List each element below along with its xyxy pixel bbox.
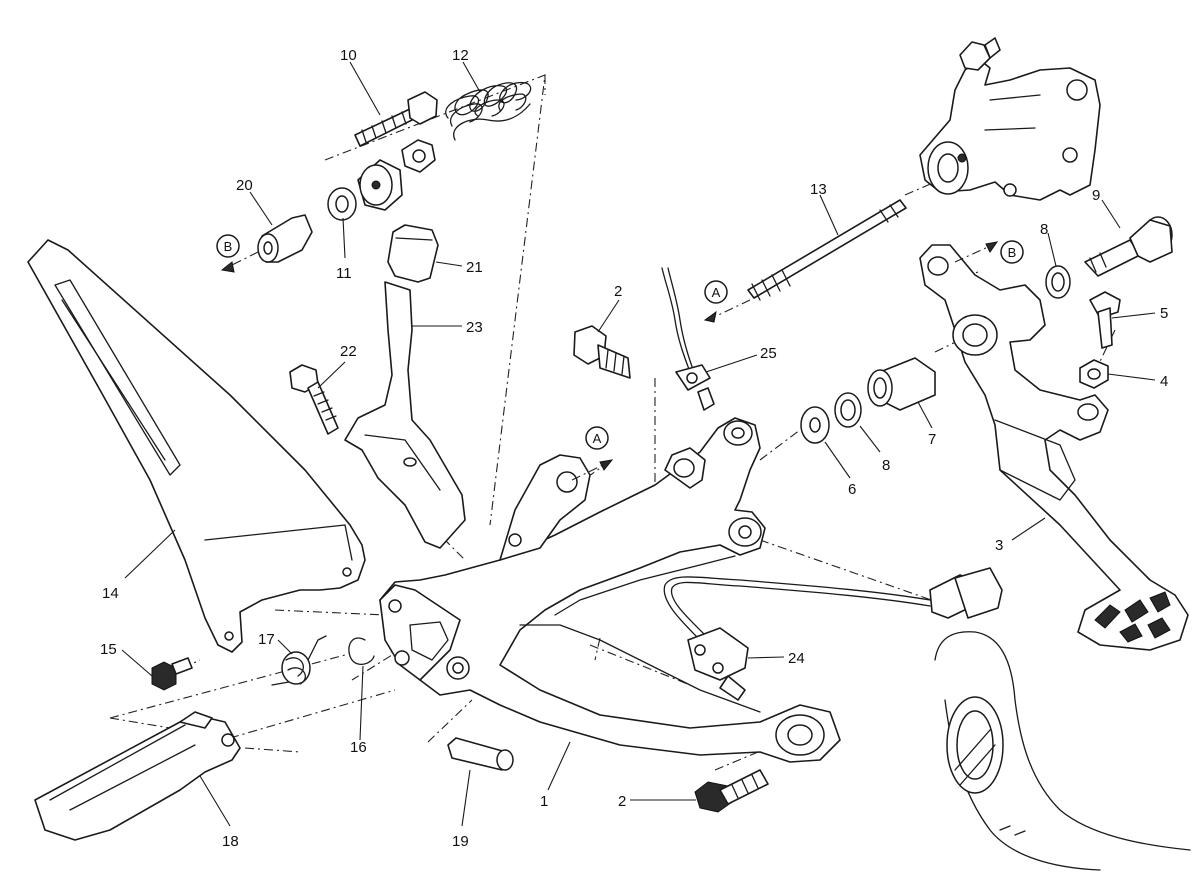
callout-18: 18 (222, 833, 239, 850)
callout-15: 15 (100, 641, 117, 658)
callout-5: 5 (1160, 305, 1168, 322)
bushing-7 (867, 357, 936, 411)
svg-text:A: A (712, 285, 721, 300)
frame-section (934, 631, 1191, 871)
svg-text:B: B (224, 239, 233, 254)
callout-4: 4 (1160, 373, 1168, 390)
plate-23 (344, 281, 466, 549)
washer-11 (327, 187, 357, 221)
callout-11: 11 (336, 265, 352, 282)
switch-24 (663, 567, 1003, 701)
callout-1: 1 (540, 793, 548, 810)
ref-marker-A1: A (703, 280, 751, 323)
callout-8-lower: 8 (882, 457, 890, 474)
callout-2-bottom: 2 (618, 793, 626, 810)
callout-12: 12 (452, 47, 469, 64)
callout-21: 21 (466, 259, 483, 276)
bolt-10 (354, 91, 438, 147)
svg-text:B: B (1008, 245, 1017, 260)
callout-22: 22 (340, 343, 357, 360)
callout-6: 6 (848, 481, 856, 498)
cable-clip-25 (661, 267, 715, 411)
bolt-15 (151, 657, 193, 691)
callout-9: 9 (1092, 187, 1100, 204)
ref-marker-B1: B (216, 234, 259, 273)
nut (401, 139, 436, 173)
bushing-20 (257, 214, 313, 263)
heel-guard-plate (27, 239, 366, 653)
ref-marker-A2: A (571, 426, 614, 481)
callout-20: 20 (236, 177, 253, 194)
washer-6 (800, 406, 830, 444)
callout-19: 19 (452, 833, 469, 850)
brake-lever-3 (919, 244, 1189, 651)
nut-4 (1079, 359, 1109, 389)
svg-text:A: A (593, 431, 602, 446)
callout-14: 14 (102, 585, 119, 602)
circlip-16 (348, 637, 375, 666)
bolt-2-top (573, 325, 631, 379)
pivot-bolt-9 (1084, 216, 1173, 277)
callout-25: 25 (760, 345, 777, 362)
shaft-13 (747, 199, 907, 301)
callout-13: 13 (810, 181, 827, 198)
bolt-22 (289, 364, 339, 435)
callout-16: 16 (350, 739, 367, 756)
footpeg-bracket (379, 417, 841, 763)
callout-labels: 1 2 2 3 4 5 6 7 8 8 9 10 11 12 13 14 15 … (100, 47, 1168, 850)
callout-23: 23 (466, 319, 483, 336)
spring-17 (271, 635, 327, 686)
callout-3: 3 (995, 537, 1003, 554)
callout-24: 24 (788, 650, 805, 667)
pad-21 (387, 224, 439, 283)
callout-17: 17 (258, 631, 275, 648)
ref-marker-B2: B (954, 240, 1024, 264)
callout-2-top: 2 (614, 283, 622, 300)
spring-12 (445, 81, 532, 141)
washer-8-lower (834, 392, 862, 428)
reference-markers: A A B B (216, 234, 1024, 481)
washer-8-upper (1045, 265, 1071, 299)
callout-7: 7 (928, 431, 936, 448)
bolt-5 (1089, 291, 1121, 349)
pin-19 (447, 737, 514, 771)
footpeg-18 (34, 711, 241, 841)
callout-8-upper: 8 (1040, 221, 1048, 238)
leader-lines (121, 61, 1156, 827)
callout-10: 10 (340, 47, 357, 64)
roller (357, 159, 403, 211)
bolt-2-bottom (694, 769, 769, 813)
brake-master-cylinder (919, 37, 1101, 201)
